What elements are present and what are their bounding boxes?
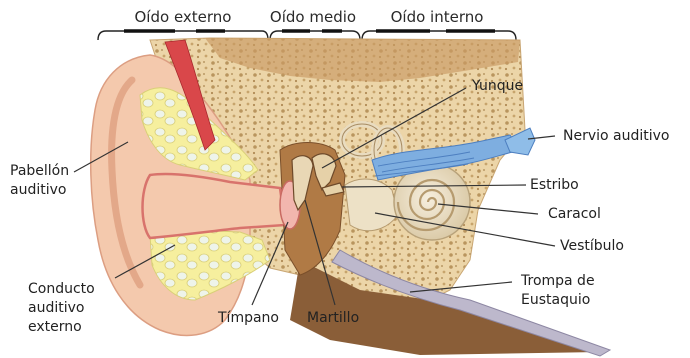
cartilage-lower xyxy=(150,231,270,300)
label-incus: Yunque xyxy=(471,78,523,94)
label-cochlea: Caracol xyxy=(548,206,601,222)
inner-ear-title: Oído interno xyxy=(391,8,484,26)
ear-illustration xyxy=(91,38,610,356)
middle-ear-title: Oído medio xyxy=(270,8,356,26)
label-auditory-nerve: Nervio auditivo xyxy=(563,128,670,144)
label-ear-canal: Conducto auditivo externo xyxy=(28,281,99,335)
outer-ear-title: Oído externo xyxy=(135,8,232,26)
label-eardrum: Tímpano xyxy=(217,310,279,326)
label-malleus: Martillo xyxy=(307,310,359,326)
label-vestibule: Vestíbulo xyxy=(560,238,624,254)
label-stapes: Estribo xyxy=(530,177,579,193)
label-eustachian-tube: Trompa de Eustaquio xyxy=(520,273,599,308)
label-pinna: Pabellón auditivo xyxy=(10,163,74,198)
